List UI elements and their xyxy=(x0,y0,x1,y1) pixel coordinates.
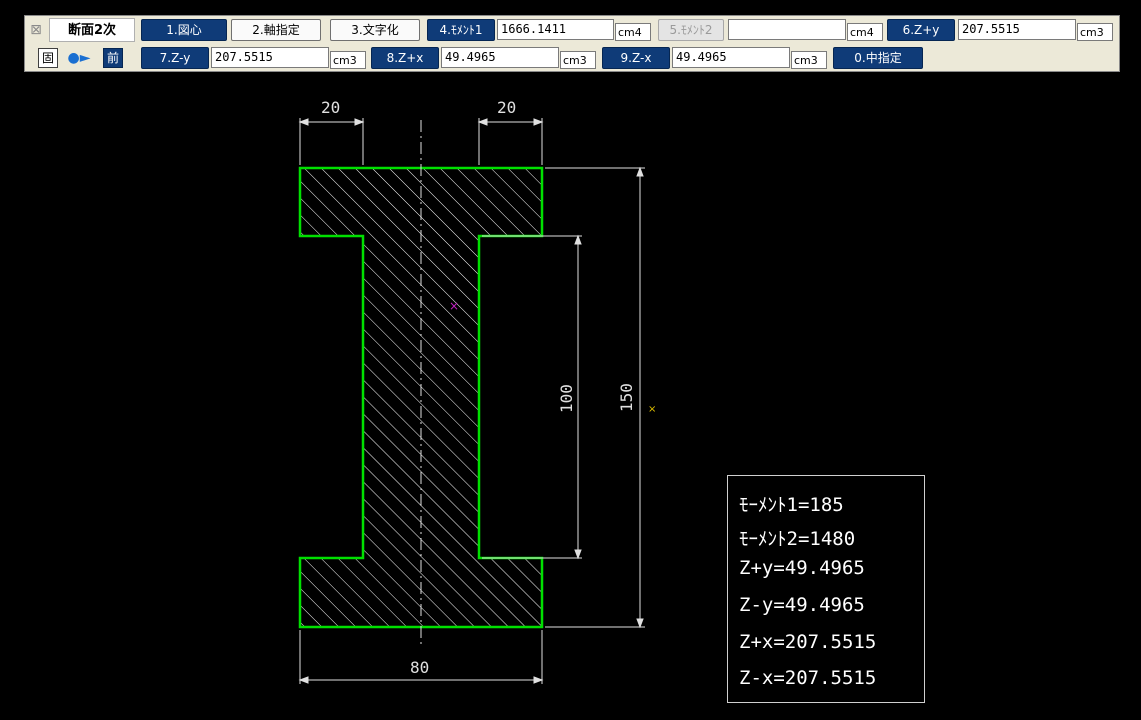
dimension-top-left xyxy=(298,118,365,165)
zplus-x-unit: cm3 xyxy=(560,51,596,69)
dim-bottom-label: 80 xyxy=(410,658,429,677)
axis-button[interactable]: 2.軸指定 xyxy=(231,19,321,41)
zminus-y-unit: cm3 xyxy=(330,51,366,69)
zplus-x-button[interactable]: 8.Z+x xyxy=(371,47,439,69)
moment1-field[interactable]: 1666.1411 xyxy=(497,19,614,40)
result-zminus-x: Z-x=207.5515 xyxy=(739,667,877,689)
reference-point-marker: × xyxy=(648,404,656,415)
dimension-top-right xyxy=(477,118,544,165)
text-button[interactable]: 3.文字化 xyxy=(330,19,420,41)
zminus-y-button[interactable]: 7.Z-y xyxy=(141,47,209,69)
centroid-marker: × xyxy=(449,299,459,313)
zminus-x-field[interactable]: 49.4965 xyxy=(672,47,790,68)
toolbar-row-1: ⊠ 断面2次 1.図心 2.軸指定 3.文字化 4.ﾓﾒﾝﾄ1 1666.141… xyxy=(25,17,1119,43)
zplus-y-field[interactable]: 207.5515 xyxy=(958,19,1076,40)
dim-top-left-label: 20 xyxy=(321,98,340,117)
result-moment2: ﾓｰﾒﾝﾄ2=1480 xyxy=(739,528,856,550)
zplus-y-unit: cm3 xyxy=(1077,23,1113,41)
dim-height-label: 150 xyxy=(617,383,636,412)
toolbar-row-2: 固 ●► 前 7.Z-y 207.5515 cm3 8.Z+x 49.4965 … xyxy=(25,45,1119,71)
fix-button[interactable]: 固 xyxy=(38,48,58,68)
moment1-unit: cm4 xyxy=(615,23,651,41)
dim-web-label: 100 xyxy=(557,384,576,413)
dimension-height xyxy=(545,166,645,629)
result-textbox[interactable]: ﾓｰﾒﾝﾄ1=185 ﾓｰﾒﾝﾄ2=1480 Z+y=49.4965 Z-y=4… xyxy=(727,475,925,703)
dimension-bottom xyxy=(298,630,544,684)
result-zminus-y: Z-y=49.4965 xyxy=(739,594,865,616)
panel-title: 断面2次 xyxy=(49,18,135,42)
centroid-button[interactable]: 1.図心 xyxy=(141,19,227,41)
moment1-button[interactable]: 4.ﾓﾒﾝﾄ1 xyxy=(427,19,495,41)
forward-arrow-icon[interactable]: ●► xyxy=(67,50,91,66)
dimension-web xyxy=(482,234,582,560)
moment2-field[interactable] xyxy=(728,19,846,40)
zplus-y-button[interactable]: 6.Z+y xyxy=(887,19,955,41)
mid-spec-button[interactable]: 0.中指定 xyxy=(833,47,923,69)
zminus-x-unit: cm3 xyxy=(791,51,827,69)
moment2-unit: cm4 xyxy=(847,23,883,41)
dim-top-right-label: 20 xyxy=(497,98,516,117)
close-icon[interactable]: ⊠ xyxy=(30,22,42,38)
result-zplus-y: Z+y=49.4965 xyxy=(739,557,865,579)
result-moment1: ﾓｰﾒﾝﾄ1=185 xyxy=(739,494,844,516)
zminus-y-field[interactable]: 207.5515 xyxy=(211,47,329,68)
section-toolbar: ⊠ 断面2次 1.図心 2.軸指定 3.文字化 4.ﾓﾒﾝﾄ1 1666.141… xyxy=(24,15,1120,72)
moment2-button[interactable]: 5.ﾓﾒﾝﾄ2 xyxy=(658,19,724,41)
zminus-x-button[interactable]: 9.Z-x xyxy=(602,47,670,69)
prev-button[interactable]: 前 xyxy=(103,48,123,68)
result-zplus-x: Z+x=207.5515 xyxy=(739,631,877,653)
zplus-x-field[interactable]: 49.4965 xyxy=(441,47,559,68)
